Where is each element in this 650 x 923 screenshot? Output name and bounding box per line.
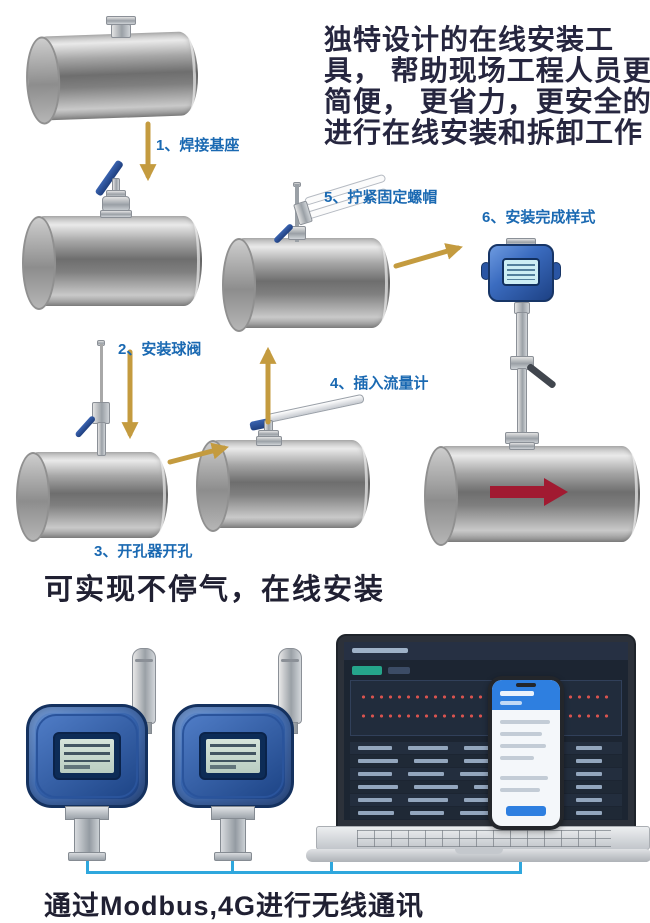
device-flange [214,852,252,861]
chart-dotted-series [359,694,613,700]
online-install-caption: 可实现不停气，在线安装 [44,574,386,606]
step3-label: 3、开孔器开孔 [94,543,193,560]
device-process-connection [220,818,246,854]
phone-text-line [500,732,542,736]
gas-transmitter-device [20,648,180,868]
flow-direction-arrowhead [544,478,568,506]
smartphone-illustration [488,676,564,830]
pipe-step1 [28,31,200,121]
weld-base-body-icon [111,24,131,38]
hole-opener-lower-rod-icon [97,422,106,456]
dashboard-title-bar [352,648,408,653]
meter-upper-rod-icon [516,312,528,358]
phone-text-line [500,776,548,780]
phone-app-button [506,806,546,816]
device-lcd-frame [53,732,121,780]
meter-base-nut-icon [509,442,535,450]
table-row [350,807,622,819]
step4-label: 4、插入流量计 [330,375,429,392]
step2-label: 2、安装球阀 [118,341,202,358]
device-process-connection [74,818,100,854]
table-row [350,755,622,767]
gas-transmitter-device [166,648,326,868]
dashboard-table [350,742,622,819]
phone-notch [516,683,536,687]
phone-text-line [500,788,540,792]
hole-opener-lever-icon [74,414,97,439]
phone-text-line [500,744,546,748]
valve-body-icon [288,226,306,240]
table-row [350,794,622,806]
dashboard-button-secondary [388,667,410,674]
transmitter-display-icon [502,258,540,286]
comm-line-deviceB [231,850,234,874]
ball-valve-flange-icon [100,210,132,218]
table-row [350,742,622,754]
device-flange [68,852,106,861]
hole-opener-rod-icon [100,344,103,406]
comm-line-laptop [330,854,333,874]
dashboard-chart-panel [350,680,622,736]
dashboard-topbar [344,642,628,660]
device-lcd [206,739,260,773]
pipe-step2 [22,216,202,310]
flow-direction-arrow [490,486,544,498]
step1-label: 1、焊接基座 [156,137,240,154]
table-row [350,768,622,780]
meter-lower-rod-icon [517,368,527,436]
transmitter-display-lines [507,264,535,280]
laptop-dashboard-screen [344,642,628,820]
pipe-step6 [424,446,640,546]
pipe-step5 [222,238,390,332]
arrow-step5-to-step6 [393,243,463,269]
phone-text-line [500,720,550,724]
table-row [350,781,622,793]
valve-handle-icon [267,393,365,423]
device-lcd [60,739,114,773]
comm-line-horizontal [86,871,522,874]
intro-text: 独特设计的在线安装工具， 帮助现场工程人员更简便， 更省力，更安全的进行在线安装… [324,24,650,148]
device-lcd-frame [199,732,267,780]
step5-label: 5、拧紧固定螺帽 [324,189,438,206]
phone-app-screen [492,680,560,826]
laptop-keyboard-deck [316,826,650,850]
meter-lever-icon [525,362,557,390]
laptop-front-edge [306,849,650,862]
valve-flange-icon [256,436,282,446]
step6-label: 6、安装完成样式 [482,209,596,226]
laptop-illustration [306,630,650,862]
pipe-step4 [196,440,370,532]
phone-text-line [500,756,534,760]
chart-dotted-series [359,713,613,719]
laptop-keyboard-keys [357,830,611,847]
pipe-step3 [16,452,168,542]
communication-caption: 通过Modbus,4G进行无线通讯 [44,891,424,921]
flow-meter-transmitter-icon [488,244,554,302]
dashboard-button [352,666,382,675]
comm-line-deviceA [86,850,89,874]
